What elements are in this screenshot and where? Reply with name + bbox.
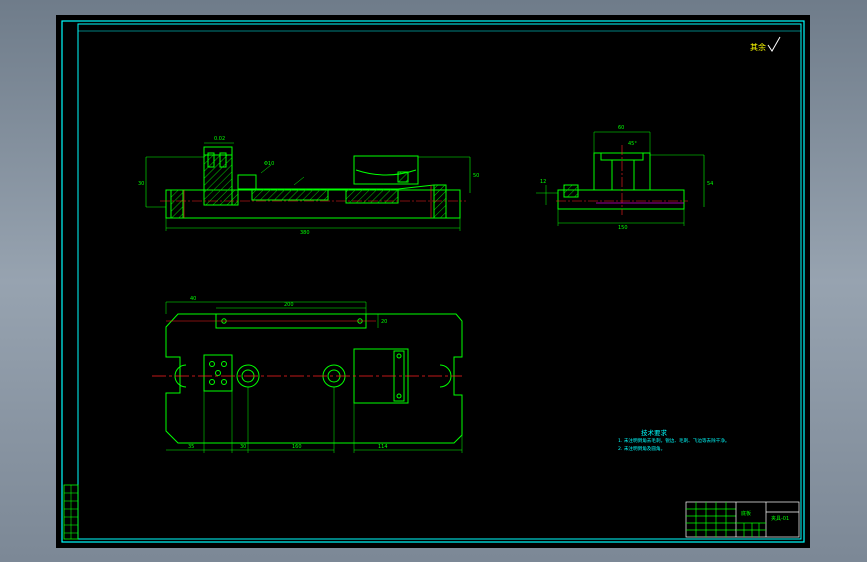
tech-req-item-1: 1. 未注明倒角去毛刺，锐边、毛刺、飞边等去除干净。 bbox=[618, 437, 730, 444]
title-block bbox=[685, 501, 800, 538]
cad-drawing: 其余 380 bbox=[61, 20, 805, 543]
plan-dim-b: 30 bbox=[240, 444, 246, 450]
front-hatch-column bbox=[203, 154, 239, 206]
side-dim-height: 54 bbox=[707, 181, 713, 187]
side-view bbox=[536, 131, 705, 226]
side-dim-small: 12 bbox=[540, 179, 546, 185]
left-stamp-strip bbox=[63, 484, 79, 540]
roughness-note-text: 其余 bbox=[750, 42, 766, 52]
front-dim-overall: 380 bbox=[300, 230, 310, 236]
front-view bbox=[145, 142, 471, 231]
front-dim-right-height: 50 bbox=[473, 173, 479, 179]
front-column bbox=[203, 146, 233, 206]
tech-requirements: 技术要求 1. 未注明倒角去毛刺，锐边、毛刺、飞边等去除干净。 2. 未注明倒角… bbox=[618, 428, 730, 452]
front-dim-tol: 0.02 bbox=[214, 136, 225, 142]
side-dim-overall: 150 bbox=[618, 225, 628, 231]
front-dim-height: 30 bbox=[138, 181, 144, 187]
front-slot-b bbox=[219, 152, 227, 168]
front-hatch-right bbox=[433, 184, 447, 219]
plan-dim-c: 160 bbox=[292, 444, 302, 450]
plan-dim-slot-w: 20 bbox=[381, 319, 387, 325]
roughness-note: 其余 bbox=[750, 36, 781, 52]
plan-square-boss bbox=[203, 354, 233, 392]
tech-req-item-2: 2. 未注明倒角及圆角。 bbox=[618, 445, 665, 452]
plan-u-slot-right bbox=[439, 364, 452, 388]
side-dim-top-text: 60 bbox=[618, 125, 624, 131]
front-right-arc bbox=[355, 169, 417, 176]
front-right-block bbox=[353, 155, 419, 185]
front-right-hole bbox=[397, 171, 409, 183]
side-hatch bbox=[563, 184, 579, 198]
front-dim-hole: Φ10 bbox=[264, 161, 274, 167]
roughness-symbol-icon bbox=[767, 36, 781, 52]
plan-dim-top-left: 40 bbox=[190, 296, 196, 302]
plan-dim-top-span: 200 bbox=[284, 302, 294, 308]
outer-frame bbox=[61, 20, 805, 543]
front-hatch-mid bbox=[345, 188, 399, 204]
front-step bbox=[237, 174, 257, 190]
side-dim-angle: 45° bbox=[628, 141, 637, 147]
front-slot-a bbox=[207, 152, 215, 168]
tech-req-title: 技术要求 bbox=[641, 428, 668, 437]
front-hatch-slot bbox=[251, 188, 329, 201]
plan-dim-d: 114 bbox=[378, 444, 388, 450]
title-block-drawing-no: 夹具-01 bbox=[771, 515, 789, 522]
title-block-part-name: 底板 bbox=[741, 510, 751, 517]
plan-dim-a: 35 bbox=[188, 444, 194, 450]
plan-outline bbox=[165, 313, 463, 444]
plan-view bbox=[165, 301, 463, 453]
inner-frame bbox=[77, 23, 802, 540]
side-bore bbox=[611, 159, 635, 191]
front-hatch-left bbox=[170, 189, 184, 219]
drawing-sheet: 其余 380 bbox=[56, 15, 810, 548]
